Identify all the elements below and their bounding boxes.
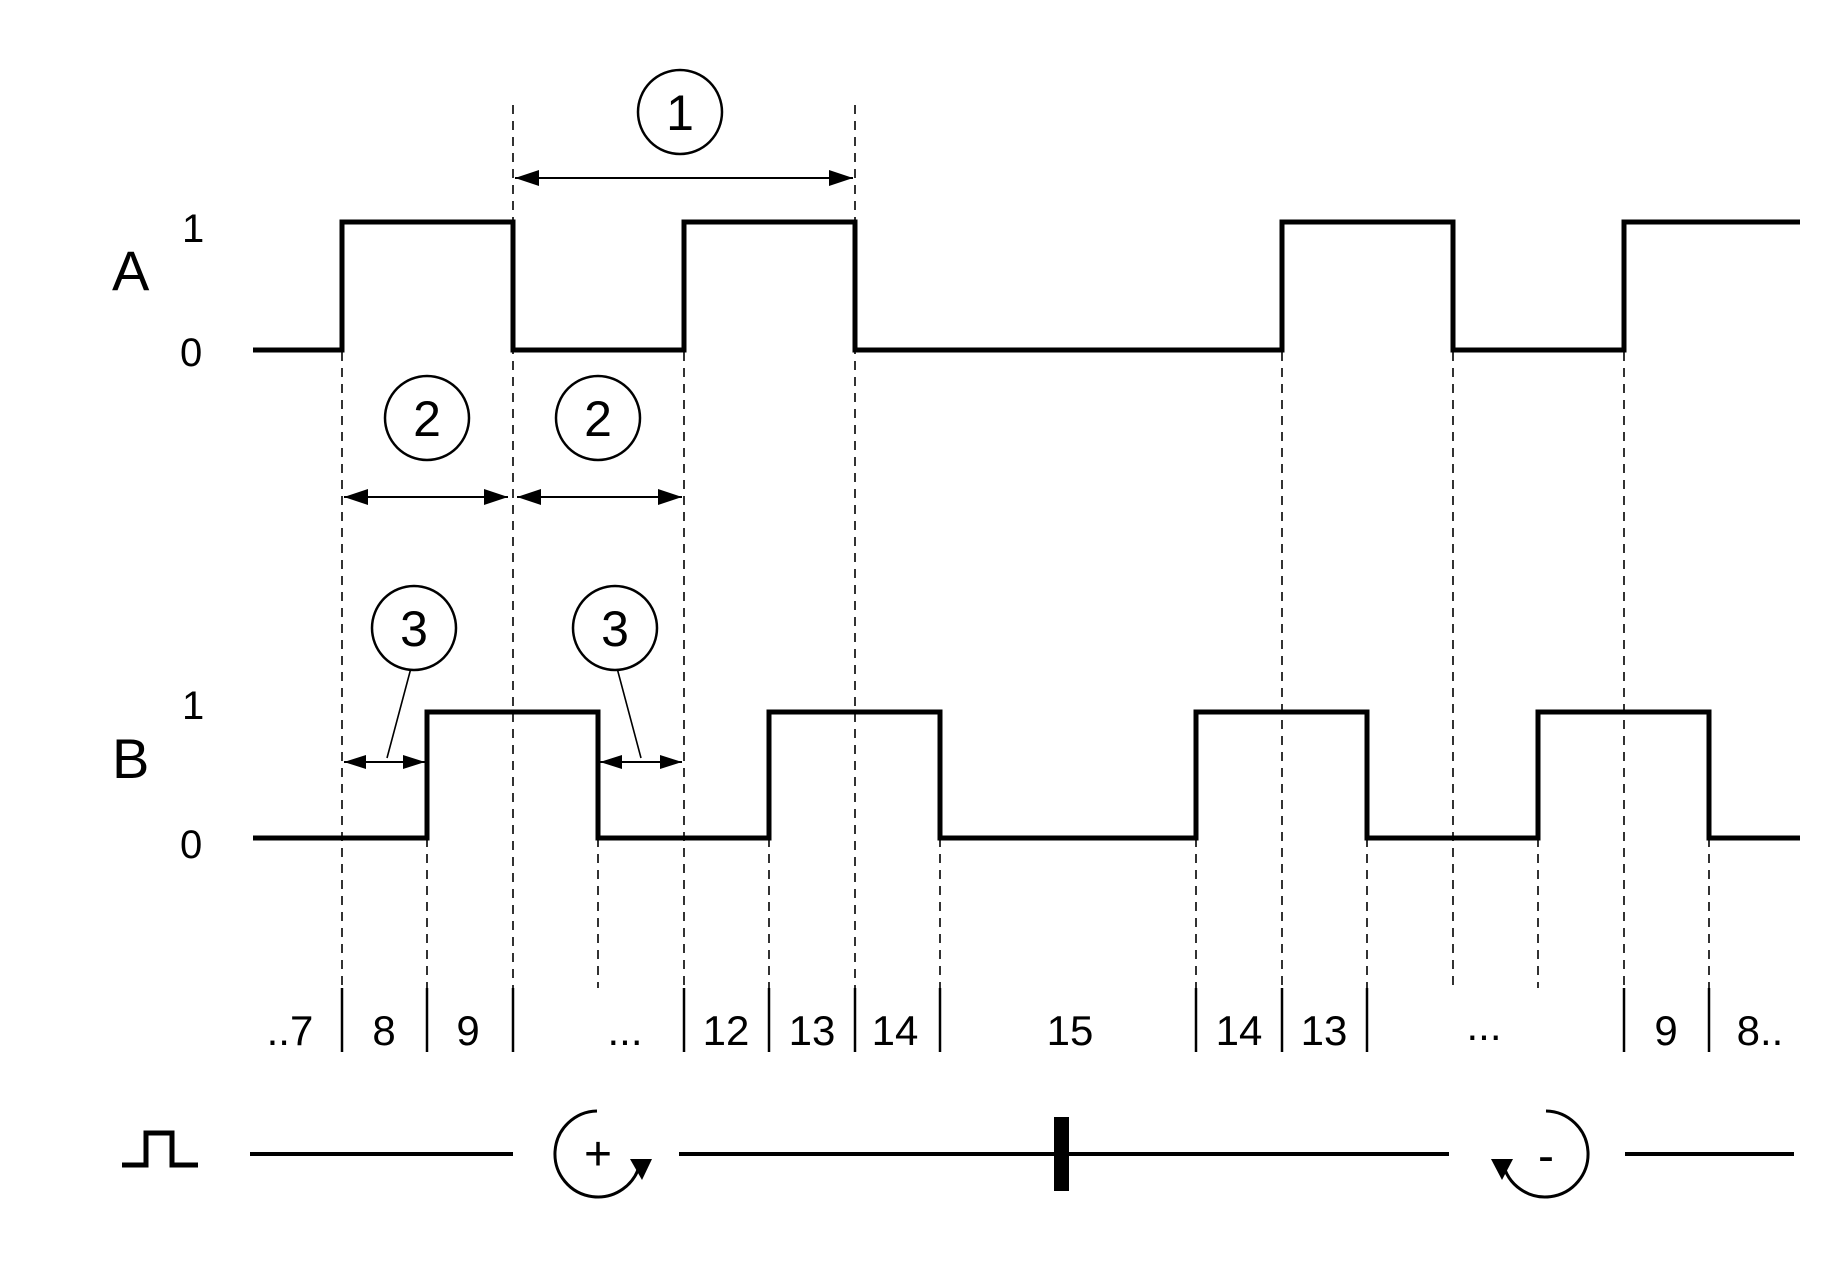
counter-value: 12 [703,1007,750,1054]
callout-1-number: 1 [666,85,694,141]
forward-direction-label: + [584,1128,612,1181]
counter-value: 8.. [1737,1007,1784,1054]
callout-3a-circle [370,584,458,672]
reverse-direction-label: - [1538,1130,1554,1183]
counter-tick-marks [340,988,1711,1052]
rotate-clockwise-icon: + [553,1109,652,1199]
counter-value: 14 [1216,1007,1263,1054]
counter-value: 8 [372,1007,395,1054]
pulse-icon [122,1130,198,1168]
counter-value: 9 [456,1007,479,1054]
guide-lines [341,105,1710,988]
counter-value: 15 [1047,1007,1094,1054]
callout-1-circle [636,68,724,156]
callout-3a-number: 3 [400,601,428,657]
counter-value: 13 [1301,1007,1348,1054]
counter-row: ..7 8 9 ... 12 13 14 15 14 13 ... 9 8.. [267,1002,1784,1054]
signal-b-low-label: 0 [180,823,202,867]
callout-3b-circle [571,584,659,672]
signal-a-waveform [253,219,1800,353]
direction-row: + - [122,1109,1794,1199]
counter-value: 14 [872,1007,919,1054]
signal-b-name: B [112,727,149,790]
reference-mark [1054,1117,1069,1191]
callout-circles [370,68,724,672]
counter-value: ..7 [267,1007,314,1054]
callout-2a-number: 2 [413,391,441,447]
signal-b-waveform [253,709,1800,841]
signal-a-name: A [112,239,150,302]
signal-b-group: B 1 0 [112,684,1800,867]
signal-a-high-label: 1 [182,207,204,251]
signal-a-low-label: 0 [180,331,202,375]
callout-numbers: 1 2 2 3 3 [400,85,694,657]
counter-value: ... [607,1007,642,1054]
callout-2b-circle [554,374,642,462]
callout-2a-circle [383,374,471,462]
callout-3-leaders [386,667,642,759]
signal-a-group: A 1 0 [112,207,1800,375]
dimension-arrows [344,170,853,769]
counter-value: 9 [1654,1007,1677,1054]
rotate-counterclockwise-icon: - [1491,1109,1590,1199]
signal-b-high-label: 1 [182,684,204,728]
counter-value: ... [1466,1002,1501,1049]
callout-2b-number: 2 [584,391,612,447]
counter-value: 13 [789,1007,836,1054]
callout-3b-number: 3 [601,601,629,657]
